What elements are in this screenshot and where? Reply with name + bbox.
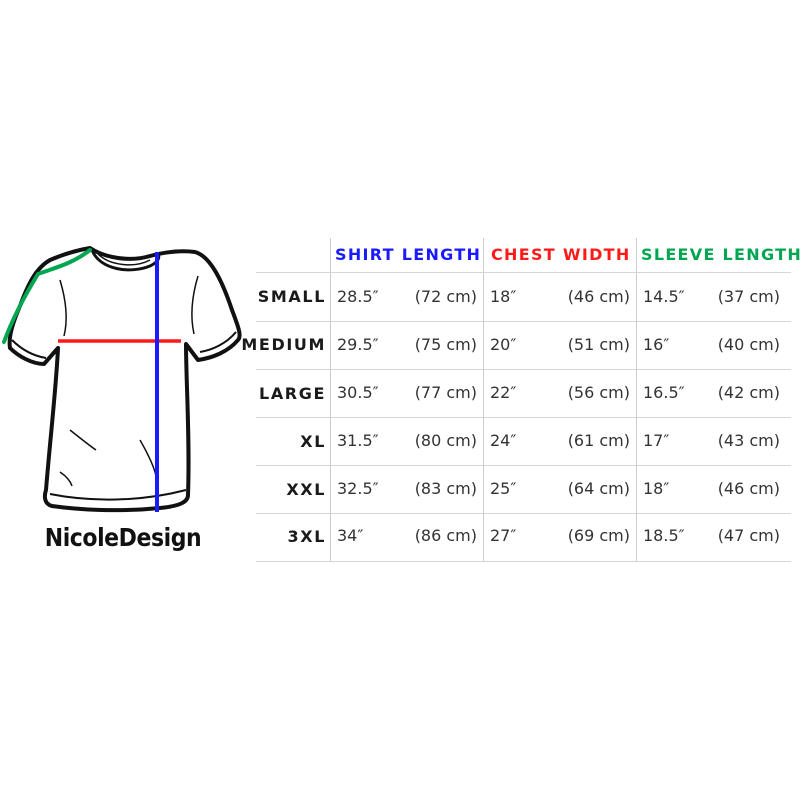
chest-width-cm: (56 cm)	[567, 383, 630, 402]
size-label: SMALL	[257, 287, 326, 306]
header-shirt-length: SHIRT LENGTH	[335, 245, 482, 264]
column-divider	[330, 238, 331, 562]
sleeve-length-inches: 18″	[643, 479, 670, 498]
chest-width-cm: (61 cm)	[567, 431, 630, 450]
sleeve-length-cm: (37 cm)	[717, 287, 780, 306]
size-label: XXL	[286, 480, 326, 499]
sleeve-length-cm: (46 cm)	[717, 479, 780, 498]
sleeve-length-line	[2, 248, 92, 344]
shirt-length-cm: (80 cm)	[414, 431, 477, 450]
row-divider	[256, 321, 791, 322]
tshirt-outline-icon	[2, 246, 242, 513]
sleeve-length-cm: (47 cm)	[717, 526, 780, 545]
sleeve-length-cm: (43 cm)	[717, 431, 780, 450]
shirt-length-inches: 30.5″	[337, 383, 379, 402]
sleeve-length-inches: 18.5″	[643, 526, 685, 545]
row-divider	[256, 272, 791, 273]
column-divider	[483, 238, 484, 562]
sleeve-length-inches: 16.5″	[643, 383, 685, 402]
chest-width-inches: 20″	[490, 335, 517, 354]
size-label: 3XL	[287, 527, 326, 546]
sleeve-length-inches: 17″	[643, 431, 670, 450]
chest-width-inches: 27″	[490, 526, 517, 545]
shirt-length-cm: (86 cm)	[414, 526, 477, 545]
sleeve-length-cm: (42 cm)	[717, 383, 780, 402]
chest-width-cm: (69 cm)	[567, 526, 630, 545]
column-divider	[636, 238, 637, 562]
shirt-length-cm: (77 cm)	[414, 383, 477, 402]
header-chest-width: CHEST WIDTH	[491, 245, 631, 264]
shirt-length-cm: (83 cm)	[414, 479, 477, 498]
shirt-length-inches: 31.5″	[337, 431, 379, 450]
shirt-length-inches: 34″	[337, 526, 364, 545]
shirt-length-inches: 29.5″	[337, 335, 379, 354]
chest-width-inches: 18″	[490, 287, 517, 306]
sleeve-length-inches: 14.5″	[643, 287, 685, 306]
tshirt-diagram	[0, 240, 250, 530]
chest-width-cm: (51 cm)	[567, 335, 630, 354]
row-divider	[256, 465, 791, 466]
brand-logo: NicoleDesign	[44, 523, 202, 552]
row-divider	[256, 369, 791, 370]
shirt-length-cm: (75 cm)	[414, 335, 477, 354]
chest-width-inches: 25″	[490, 479, 517, 498]
chest-width-cm: (46 cm)	[567, 287, 630, 306]
size-label: MEDIUM	[241, 335, 326, 354]
size-label: XL	[300, 432, 326, 451]
size-label: LARGE	[259, 384, 326, 403]
shirt-length-cm: (72 cm)	[414, 287, 477, 306]
sleeve-length-inches: 16″	[643, 335, 670, 354]
chest-width-inches: 24″	[490, 431, 517, 450]
chest-width-cm: (64 cm)	[567, 479, 630, 498]
row-divider	[256, 561, 791, 562]
header-sleeve-length: SLEEVE LENGTH	[641, 245, 800, 264]
row-divider	[256, 417, 791, 418]
chest-width-inches: 22″	[490, 383, 517, 402]
shirt-length-inches: 32.5″	[337, 479, 379, 498]
shirt-length-inches: 28.5″	[337, 287, 379, 306]
row-divider	[256, 513, 791, 514]
sleeve-length-cm: (40 cm)	[717, 335, 780, 354]
